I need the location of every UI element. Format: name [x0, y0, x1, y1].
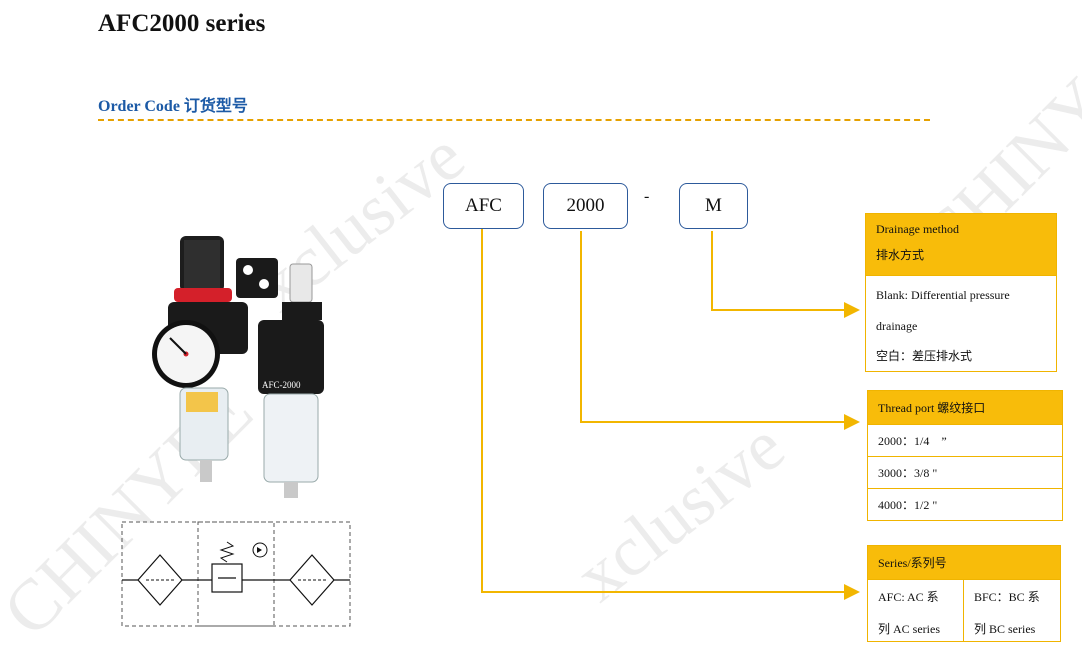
series-afc-line-1: AFC: AC 系 — [878, 590, 939, 604]
pneumatic-symbol — [121, 521, 351, 627]
series-afc-line-2: 列 AC series — [878, 622, 940, 636]
drainage-table: Drainage method 排水方式 Blank: Differential… — [865, 213, 1057, 372]
section-title: Order Code 订货型号 — [98, 98, 248, 115]
page-title: AFC2000 series — [98, 10, 266, 37]
series-bfc-line-2: 列 BC series — [974, 622, 1036, 636]
drainage-header-cn: 排水方式 — [876, 248, 925, 262]
thread-row: 3000：3/8 " — [868, 457, 1062, 489]
thread-row: 2000：1/4 ” — [868, 425, 1062, 457]
code-box-thread: 2000 — [543, 183, 628, 229]
drainage-line-2: drainage — [876, 319, 918, 333]
thread-table: Thread port 螺纹接口 2000：1/4 ” 3000：3/8 " 4… — [867, 390, 1063, 521]
product-label: AFC-2000 — [262, 380, 301, 390]
drainage-line-3: 空白：差压排水式 — [876, 349, 973, 363]
code-box-drainage: M — [679, 183, 748, 229]
product-image: AFC-2000 — [152, 236, 324, 498]
series-bfc-line-1: BFC：BC 系 — [974, 590, 1040, 604]
series-header: Series/系列号 — [868, 546, 1060, 580]
drainage-line-1: Blank: Differential pressure — [876, 288, 1010, 302]
drainage-header-en: Drainage method — [876, 222, 959, 236]
thread-header: Thread port 螺纹接口 — [868, 391, 1062, 425]
series-table: Series/系列号 AFC: AC 系 列 AC series BFC：BC … — [867, 545, 1061, 642]
thread-row: 4000：1/2 " — [878, 498, 938, 512]
code-separator: - — [644, 188, 650, 205]
code-box-series: AFC — [443, 183, 524, 229]
section-divider — [98, 119, 930, 121]
